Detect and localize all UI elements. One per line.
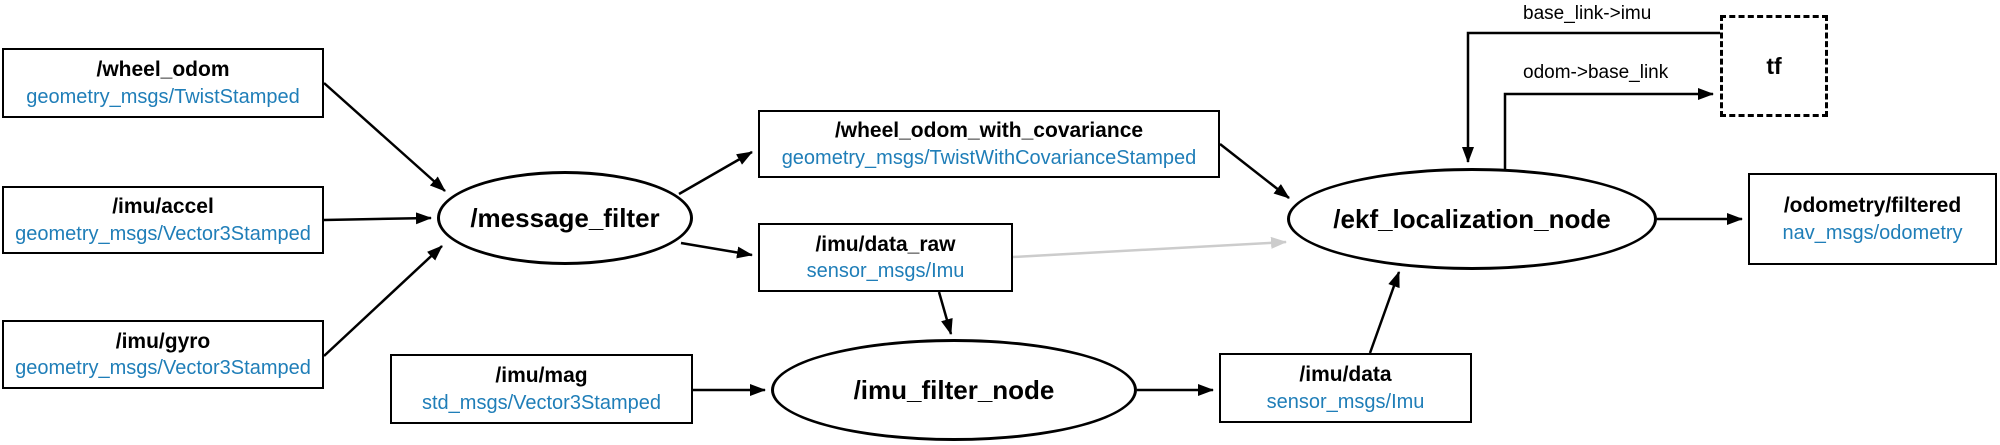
- node-title: tf: [1766, 52, 1782, 79]
- node-message-type: geometry_msgs/Vector3Stamped: [15, 357, 311, 380]
- node-message-type: geometry_msgs/TwistStamped: [26, 85, 300, 108]
- edge-label-odom-to-base-link: odom->base_link: [1523, 62, 1669, 83]
- node-title: /imu/gyro: [115, 329, 211, 353]
- node-title: /imu/mag: [495, 364, 588, 388]
- node-title: /odometry/filtered: [1783, 194, 1962, 218]
- node-wheel-odom: /wheel_odom geometry_msgs/TwistStamped: [2, 48, 324, 118]
- node-message-type: sensor_msgs/Imu: [1266, 390, 1425, 413]
- node-imu-accel: /imu/accel geometry_msgs/Vector3Stamped: [2, 186, 324, 254]
- node-message-type: sensor_msgs/Imu: [806, 260, 965, 283]
- edge-imu-data-to-ekf: [1368, 271, 1401, 354]
- node-imu-filter-node: /imu_filter_node: [771, 339, 1137, 441]
- node-message-type: nav_msgs/odometry: [1782, 221, 1963, 244]
- edge-label-base-link-to-imu: base_link->imu: [1523, 3, 1652, 24]
- node-imu-mag: /imu/mag std_msgs/Vector3Stamped: [390, 354, 693, 424]
- edge-imu-data-raw-to-ekf-inactive: [1012, 236, 1287, 259]
- edge-imu-gyro-to-message-filter: [323, 245, 443, 357]
- node-message-filter: /message_filter: [437, 171, 693, 265]
- edge-message-filter-to-imu-data-raw: [680, 241, 753, 259]
- node-imu-data: /imu/data sensor_msgs/Imu: [1219, 353, 1472, 423]
- node-title: /imu/data_raw: [815, 232, 956, 256]
- edge-tf-to-ekf: [1462, 31, 1720, 163]
- node-title: /imu_filter_node: [853, 374, 1055, 405]
- node-message-type: geometry_msgs/Vector3Stamped: [15, 222, 311, 245]
- node-title: /message_filter: [470, 202, 660, 233]
- node-title: /imu/accel: [112, 195, 214, 219]
- node-odometry-filtered: /odometry/filtered nav_msgs/odometry: [1748, 173, 1997, 265]
- node-tf: tf: [1720, 15, 1828, 117]
- edge-message-filter-to-wheel-odom-with-covariance: [678, 150, 753, 196]
- node-wheel-odom-with-covariance: /wheel_odom_with_covariance geometry_msg…: [758, 110, 1220, 178]
- node-message-type: std_msgs/Vector3Stamped: [421, 391, 661, 414]
- node-title: /imu/data: [1299, 363, 1392, 387]
- node-ekf-localization-node: /ekf_localization_node: [1287, 168, 1657, 270]
- node-imu-gyro: /imu/gyro geometry_msgs/Vector3Stamped: [2, 320, 324, 389]
- node-title: /ekf_localization_node: [1333, 203, 1611, 234]
- edge-ekf-to-tf: [1503, 88, 1714, 169]
- edge-imu-accel-to-message-filter: [323, 212, 432, 225]
- node-title: /wheel_odom: [96, 58, 230, 82]
- node-imu-data-raw: /imu/data_raw sensor_msgs/Imu: [758, 223, 1013, 292]
- edge-wheel-odom-to-message-filter: [323, 82, 446, 192]
- node-message-type: geometry_msgs/TwistWithCovarianceStamped: [781, 146, 1197, 169]
- edge-wheel-odom-with-covariance-to-ekf: [1219, 143, 1290, 199]
- edge-imu-data-raw-to-imu-filter-node: [937, 291, 953, 335]
- node-title: /wheel_odom_with_covariance: [834, 119, 1144, 143]
